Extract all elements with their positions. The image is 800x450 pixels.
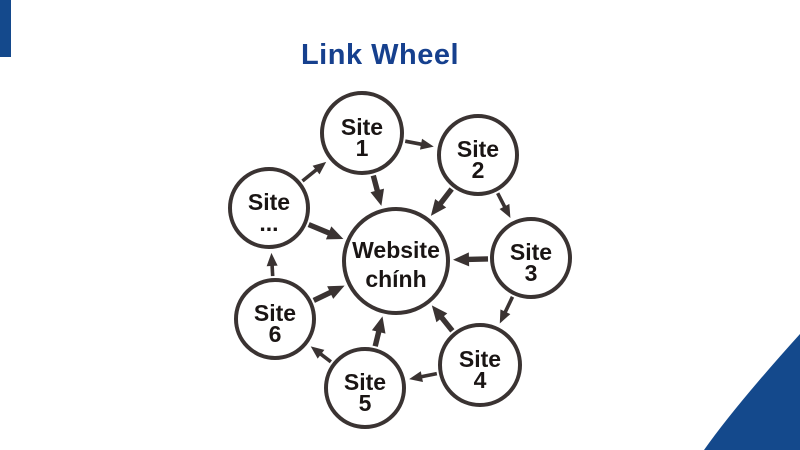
page-title: Link Wheel [300, 39, 460, 71]
node-label: Site... [248, 189, 290, 236]
node-circle [437, 114, 519, 196]
node-circle [228, 167, 310, 249]
corner-swoosh [704, 334, 800, 450]
node-siteDots: Site... [228, 167, 310, 249]
edge-site4-to-hub [431, 305, 455, 333]
node-circle [324, 347, 406, 429]
node-circle [342, 207, 450, 315]
edge-site6-to-siteDots [266, 252, 278, 277]
edge-site3-to-site4 [499, 296, 515, 324]
edge-site5-to-hub [371, 316, 386, 347]
edge-siteDots-to-site1 [301, 161, 327, 183]
node-circle [438, 323, 522, 407]
edge-site2-to-site3 [496, 192, 511, 218]
edge-site3-to-hub [452, 252, 489, 267]
node-circle [320, 91, 404, 175]
node-circle [234, 278, 316, 360]
edge-site5-to-site6 [310, 346, 332, 364]
edge-site4-to-site5 [409, 371, 438, 383]
edge-site6-to-hub [312, 285, 345, 303]
edge-site2-to-hub [430, 187, 454, 216]
edge-site1-to-hub [370, 174, 385, 206]
edge-site1-to-site2 [404, 138, 434, 150]
edge-siteDots-to-hub [307, 222, 344, 240]
node-circle [490, 217, 572, 299]
top-left-accent-bar [0, 0, 11, 57]
